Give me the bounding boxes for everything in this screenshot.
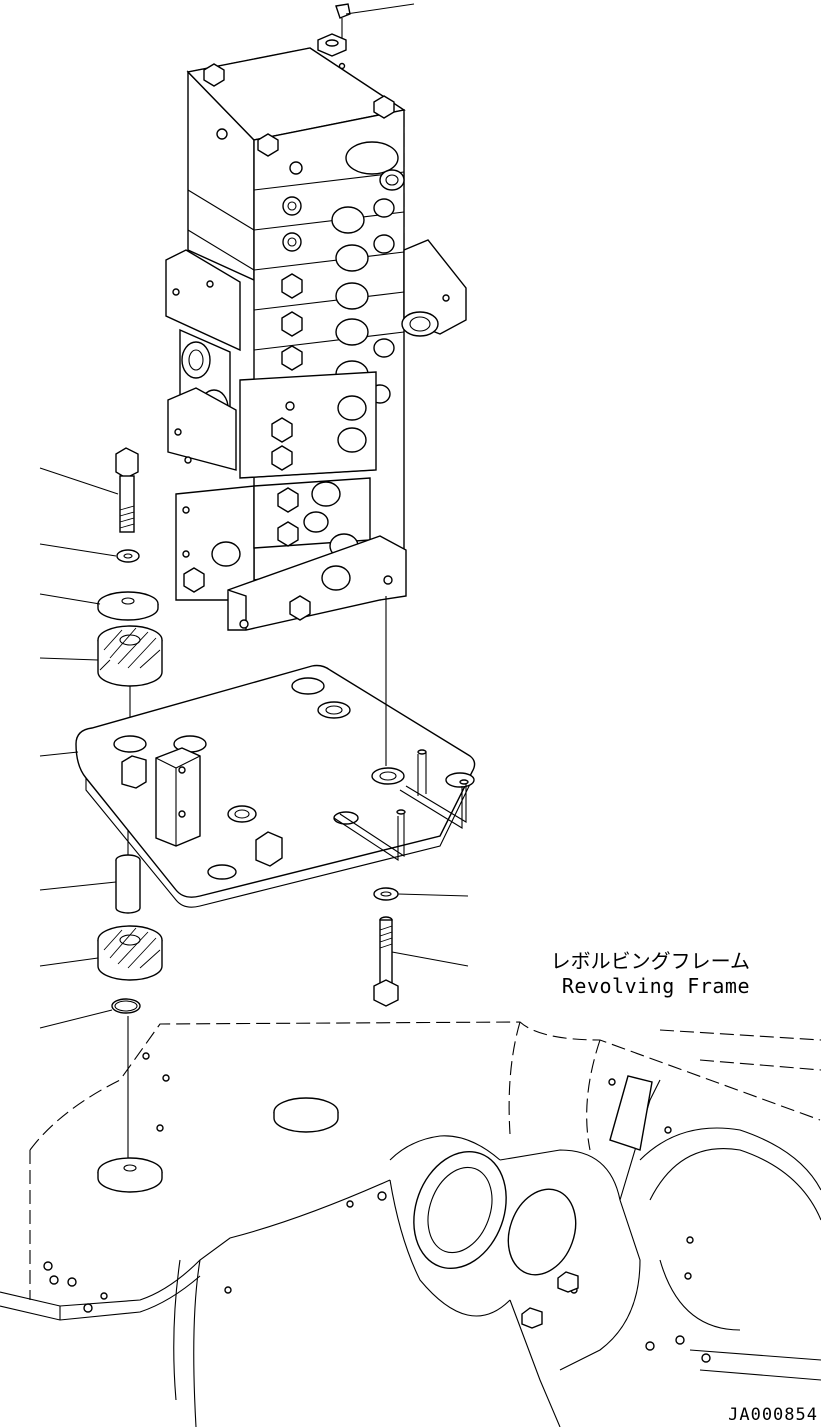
o-ring[interactable] xyxy=(111,998,141,1014)
rubber-cushion-lower[interactable] xyxy=(97,925,163,981)
spring-washer[interactable] xyxy=(116,549,140,563)
frame-label-japanese: レボルビングフレーム xyxy=(551,949,750,973)
rubber-cushion-upper[interactable] xyxy=(97,625,163,687)
mounting-bracket-plate[interactable] xyxy=(75,664,476,908)
lower-sections xyxy=(175,371,377,601)
valve-sections xyxy=(187,171,405,371)
left-flanges xyxy=(165,249,241,471)
revolving-frame[interactable] xyxy=(0,1021,821,1427)
valve-base xyxy=(227,535,407,631)
drawing-number: JA000854 xyxy=(728,1405,818,1425)
control-valve-assembly[interactable] xyxy=(165,3,467,631)
bolt-right[interactable] xyxy=(373,916,399,1007)
leader-lines xyxy=(39,3,469,1029)
mounting-bolt[interactable] xyxy=(115,447,139,533)
pipe-icon xyxy=(333,749,469,862)
side-flange xyxy=(401,239,467,337)
collar[interactable] xyxy=(115,854,141,914)
frame-label-english: Revolving Frame xyxy=(562,974,750,998)
plate-washer[interactable] xyxy=(97,591,159,621)
washer-right[interactable] xyxy=(373,887,399,901)
top-plug-icon xyxy=(317,3,351,70)
